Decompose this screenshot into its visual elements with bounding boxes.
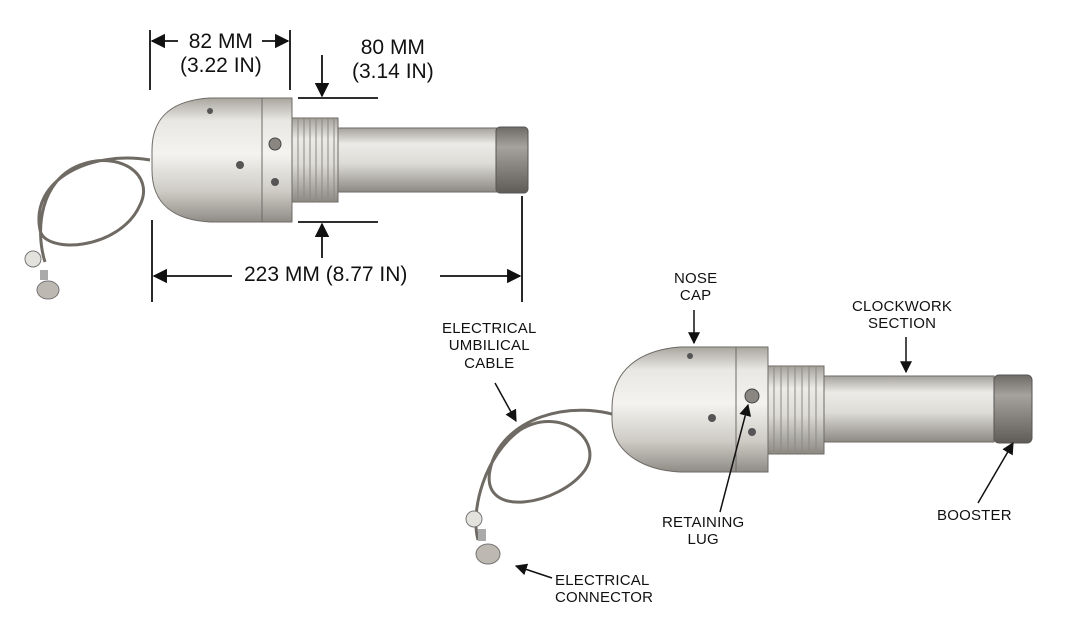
booster-cap bbox=[495, 126, 529, 194]
booster-cap bbox=[993, 374, 1033, 444]
connector-body bbox=[475, 543, 501, 565]
callout-line2: SECTION bbox=[868, 315, 937, 333]
fuze-photo-dimensioned bbox=[24, 97, 529, 300]
dimension-height-label: 80 MM (3.14 IN) bbox=[352, 36, 434, 84]
callout-line1: RETAINING bbox=[662, 514, 745, 531]
umbilical-cable bbox=[474, 408, 631, 541]
callout-line2: CAP bbox=[679, 287, 712, 305]
connector-body bbox=[36, 280, 60, 300]
dimension-line2: (3.22 IN) bbox=[180, 54, 262, 78]
connector-ball bbox=[24, 250, 42, 268]
dimension-line2: (3.14 IN) bbox=[352, 60, 434, 84]
booster-label: BOOSTER bbox=[937, 507, 1012, 524]
thread-section bbox=[767, 365, 825, 455]
callout-line2: UMBILICAL bbox=[448, 337, 530, 355]
nose-cap-label: NOSE CAP bbox=[674, 270, 717, 305]
retaining-lug bbox=[744, 388, 760, 404]
thread-section bbox=[291, 117, 339, 203]
callout-line3: CABLE bbox=[464, 354, 515, 372]
clockwork-shaft bbox=[337, 127, 499, 193]
clockwork-shaft bbox=[823, 375, 995, 443]
hole bbox=[236, 161, 244, 169]
hole bbox=[748, 428, 756, 436]
dimension-line1: 80 MM bbox=[360, 36, 425, 59]
dimension-width-label: 82 MM (3.22 IN) bbox=[180, 30, 262, 78]
connector-ball bbox=[465, 510, 483, 528]
hole bbox=[207, 108, 213, 114]
hole bbox=[687, 353, 693, 359]
dimension-length-label: 223 MM (8.77 IN) bbox=[244, 263, 408, 286]
fuze-photo-labeled bbox=[465, 346, 1033, 565]
callout-line1: ELECTRICAL bbox=[555, 572, 650, 589]
ring-collar bbox=[261, 97, 293, 223]
callout-line2: LUG bbox=[687, 531, 719, 549]
ring-collar bbox=[735, 346, 769, 473]
callout-line1: CLOCKWORK bbox=[852, 298, 953, 315]
umbilical-cable bbox=[37, 156, 151, 263]
callout-line1: NOSE bbox=[674, 270, 718, 287]
umbilical-cable-label: ELECTRICAL UMBILICAL CABLE bbox=[442, 320, 537, 372]
retaining-lug-top bbox=[268, 137, 282, 151]
dimension-lines bbox=[149, 30, 523, 302]
electrical-connector-label: ELECTRICAL CONNECTOR bbox=[555, 572, 653, 607]
dimension-line1: 82 MM bbox=[188, 30, 253, 53]
hole bbox=[271, 178, 279, 186]
retaining-lug-label: RETAINING LUG bbox=[662, 514, 744, 549]
callout-line1: ELECTRICAL bbox=[442, 320, 537, 337]
hole bbox=[708, 414, 716, 422]
callout-line2: CONNECTOR bbox=[555, 589, 654, 607]
callout-leaders bbox=[494, 310, 1014, 579]
clockwork-section-label: CLOCKWORK SECTION bbox=[852, 298, 952, 333]
connector-stem bbox=[478, 529, 486, 541]
connector-stem bbox=[40, 270, 48, 280]
